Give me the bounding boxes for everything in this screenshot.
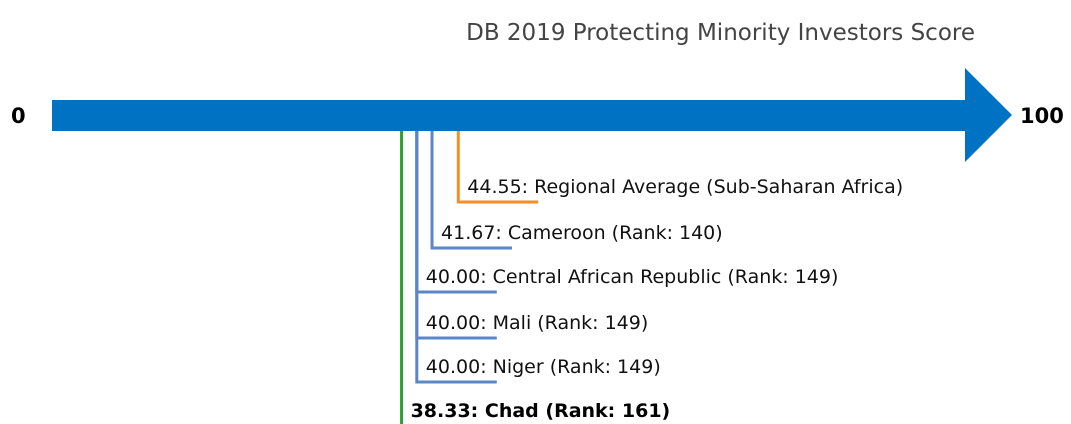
peer-marker-label: 40.00: Mali (Rank: 149) xyxy=(426,312,648,334)
chart-title: DB 2019 Protecting Minority Investors Sc… xyxy=(466,20,975,46)
peer-marker-label: 40.00: Niger (Rank: 149) xyxy=(426,356,661,378)
regional-marker-line xyxy=(456,131,539,204)
score-markers: 44.55: Regional Average (Sub-Saharan Afr… xyxy=(400,131,903,424)
scale-arrow xyxy=(52,68,1012,162)
peer-marker-line xyxy=(415,131,497,384)
peer-marker-line xyxy=(430,131,513,250)
regional-marker-label: 44.55: Regional Average (Sub-Saharan Afr… xyxy=(467,176,903,198)
focus-marker-label: 38.33: Chad (Rank: 161) xyxy=(411,400,671,422)
peer-marker-label: 40.00: Central African Republic (Rank: 1… xyxy=(426,266,839,288)
scale-min-label: 0 xyxy=(11,104,26,128)
peer-marker-label: 41.67: Cameroon (Rank: 140) xyxy=(441,222,723,244)
scale-max-label: 100 xyxy=(1020,104,1064,128)
